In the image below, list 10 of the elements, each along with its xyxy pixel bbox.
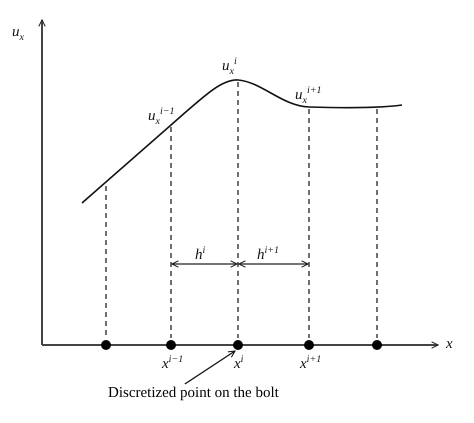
axis-label: u$_{x}$ bbox=[12, 24, 24, 45]
annotation-text: Discretized point on the bolt bbox=[108, 384, 279, 402]
node-label: x$^{i}$ bbox=[234, 353, 244, 372]
node-label: x$^{i+1}$ bbox=[300, 353, 322, 372]
axis-label: x bbox=[446, 336, 453, 352]
node-label: x$^{i−1}$ bbox=[162, 353, 184, 372]
spacing-label: h$^{i}$ bbox=[195, 244, 206, 263]
point-dot bbox=[233, 340, 243, 350]
leader-arrow bbox=[184, 350, 236, 385]
spacing-label: h$^{i+1}$ bbox=[257, 244, 280, 263]
